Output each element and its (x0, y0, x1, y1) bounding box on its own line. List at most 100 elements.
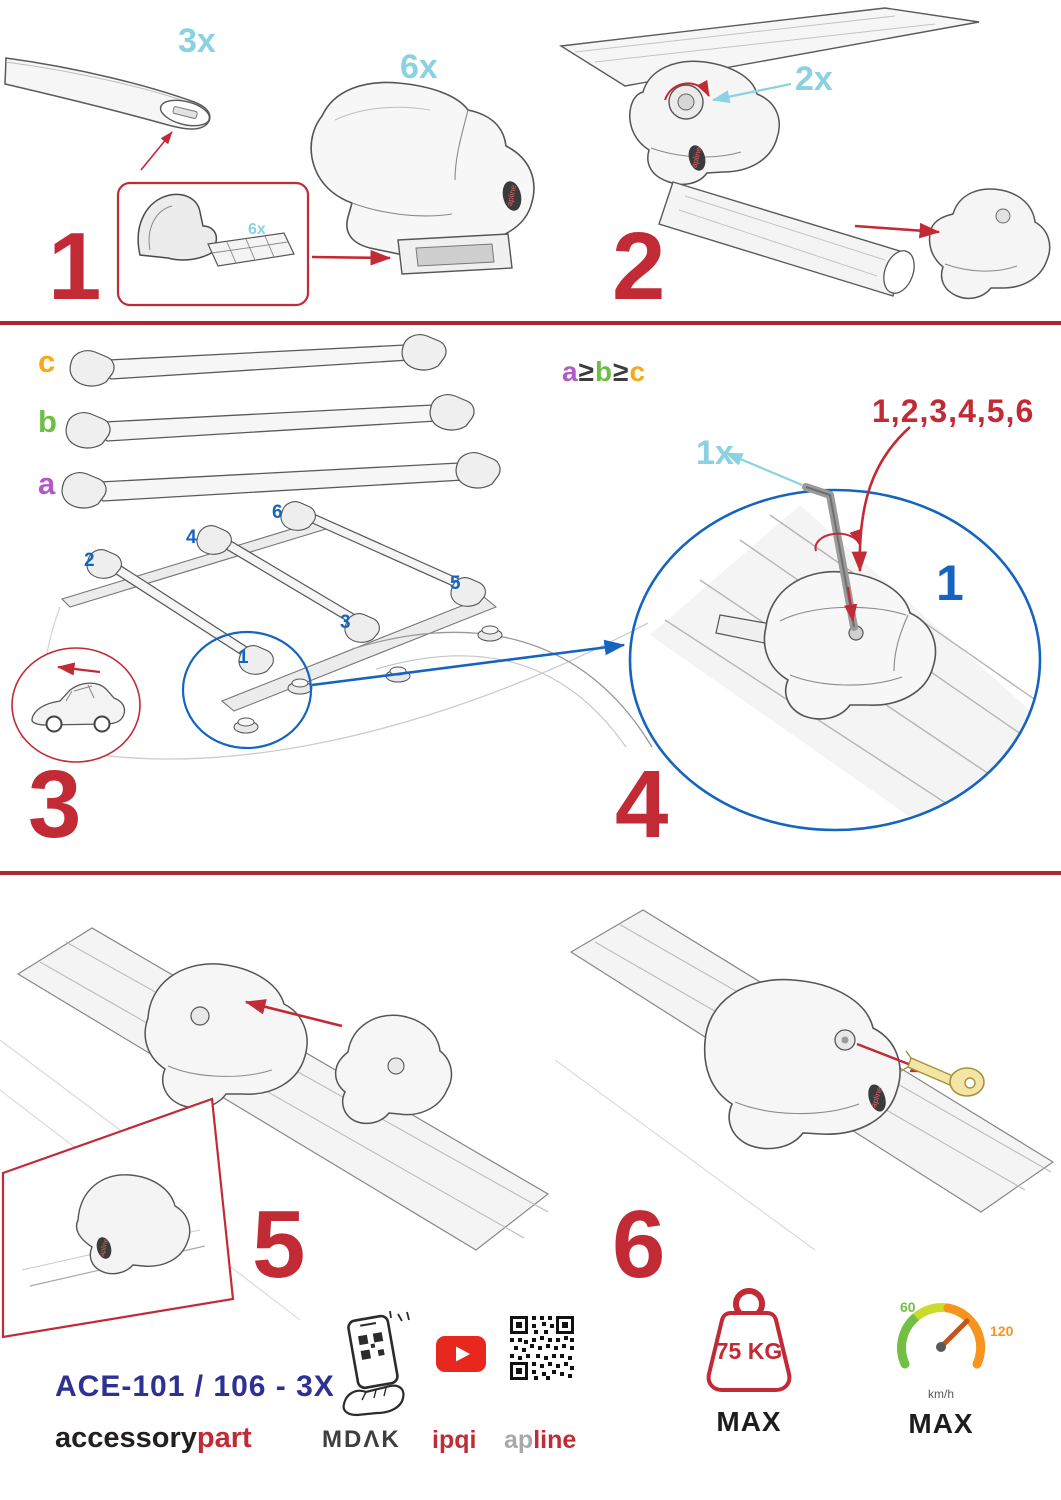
hand (342, 1384, 405, 1417)
brand-patch (688, 145, 706, 171)
position-5: 5 (450, 573, 461, 594)
attach-cover-arrow (244, 999, 343, 1028)
locked-foot: apline (703, 978, 901, 1150)
press-down-arrow (844, 586, 858, 623)
brand-patch (96, 1237, 112, 1259)
rule-c: c (629, 356, 647, 387)
play-triangle (456, 1346, 470, 1362)
magnifier-circle (628, 488, 1042, 832)
step6-illustration: apline (555, 909, 1055, 1251)
qr-code-icon (508, 1314, 576, 1382)
aero-bar-illustration (4, 57, 211, 130)
step4-illustration (628, 426, 1042, 832)
step1-illustration: apline (4, 57, 535, 307)
pad-to-foot-arrow (311, 249, 392, 266)
speed-max-value-label: 120 (990, 1323, 1014, 1339)
separate-foot (928, 188, 1051, 300)
bar-size-label-a: a (38, 466, 56, 501)
rotate-key-arrow (814, 528, 861, 552)
zoom-link-arrow (311, 639, 626, 687)
position-4: 4 (186, 527, 197, 548)
speed-min-label: 60 (900, 1299, 916, 1315)
step4-number: 4 (615, 751, 669, 858)
step2-knob-qty-label: 2x (795, 60, 833, 98)
weight-limit-value: 75 KG (715, 1338, 783, 1364)
foot-logo-text: apline (99, 1238, 111, 1258)
key-qty-arrow (724, 451, 803, 487)
final-look-inset: apline (1, 1097, 235, 1339)
ipqi-logo: ipqi (432, 1426, 477, 1454)
direction-arrow (56, 662, 101, 676)
brand-patch (502, 181, 522, 211)
bar-size-comparison (61, 334, 501, 509)
scan-qr-phone-icon (342, 1310, 410, 1417)
sequence-step-one: 1 (936, 555, 964, 611)
rule-gte-2: ≥ (613, 356, 630, 387)
part-text: part (196, 1422, 252, 1454)
clamp-foot-illustration: apline (310, 81, 535, 275)
bar-end-with-separate-foot (658, 181, 1051, 300)
speed-unit-label: km/h (927, 1387, 954, 1401)
accessorypart-logo: accessorypart (55, 1424, 252, 1453)
apline-logo: apline (504, 1428, 576, 1453)
key-icon (900, 1050, 985, 1097)
spare-pads (233, 625, 503, 734)
brand-patch (868, 1084, 886, 1112)
bar-into-foot-arrow (854, 222, 941, 239)
step5-number: 5 (252, 1191, 306, 1298)
foot-logo-text: apline (505, 184, 518, 207)
step1-bar-qty-label: 3x (178, 22, 216, 60)
max-weight-icon (706, 1288, 792, 1392)
rubber-pad (207, 232, 295, 267)
rule-gte-1: ≥ (578, 356, 595, 387)
speedometer-needle (938, 1318, 970, 1350)
step6-number: 6 (612, 1191, 666, 1298)
bar-size-label-b: b (38, 404, 57, 439)
sequence-arrow (851, 426, 911, 573)
pad-inset-box (116, 181, 310, 307)
rotate-knob-arrow (664, 79, 710, 101)
accessory-text: accessory (55, 1422, 197, 1454)
bar-a (61, 452, 501, 509)
youtube-icon (436, 1336, 486, 1372)
car-side-view-inset (11, 647, 141, 763)
position-6: 6 (272, 502, 283, 523)
tighten-sequence-label: 1,2,3,4,5,6 (872, 393, 1035, 429)
car-body (31, 682, 126, 726)
position-2: 2 (84, 550, 95, 571)
size-rule: a≥b≥c (562, 358, 646, 386)
crossbar-1 (86, 549, 274, 675)
weight-max-label: MAX (716, 1406, 782, 1437)
apline-ap: ap (504, 1426, 534, 1454)
rule-a: a (562, 356, 579, 387)
model-code: ACE-101 / 106 - 3X (55, 1370, 335, 1403)
section-divider-2 (0, 871, 1061, 875)
wheel (93, 715, 111, 733)
focus-circle-position-1 (181, 630, 313, 750)
bar-c (69, 334, 447, 387)
rule-b: b (594, 356, 614, 387)
crossbar-2 (196, 525, 380, 643)
wheel (45, 715, 63, 733)
roof-placement-illustration (11, 501, 653, 763)
step1-number: 1 (48, 213, 102, 320)
step1-pad-qty-label: 6x (248, 221, 266, 238)
knob-qty-arrow (711, 82, 792, 104)
mdak-logo: MDΛK (322, 1426, 401, 1453)
side-cover-piece (334, 1014, 453, 1125)
near-roof-rail (220, 596, 498, 712)
foot-detail (715, 570, 937, 720)
step3-number: 3 (28, 751, 82, 858)
max-speed-icon (897, 1303, 986, 1369)
allen-key-icon (802, 483, 858, 631)
windshield-edge (351, 631, 653, 748)
speed-max-label: MAX (908, 1408, 974, 1439)
bar-with-foot-top: apline (558, 7, 980, 185)
crossbar-3 (280, 501, 486, 607)
step2-number: 2 (612, 213, 666, 320)
pointer-to-bar-end (140, 131, 173, 171)
bar-b (65, 394, 475, 449)
step5-illustration: apline (0, 927, 550, 1339)
step1-foot-qty-label: 6x (400, 48, 438, 86)
